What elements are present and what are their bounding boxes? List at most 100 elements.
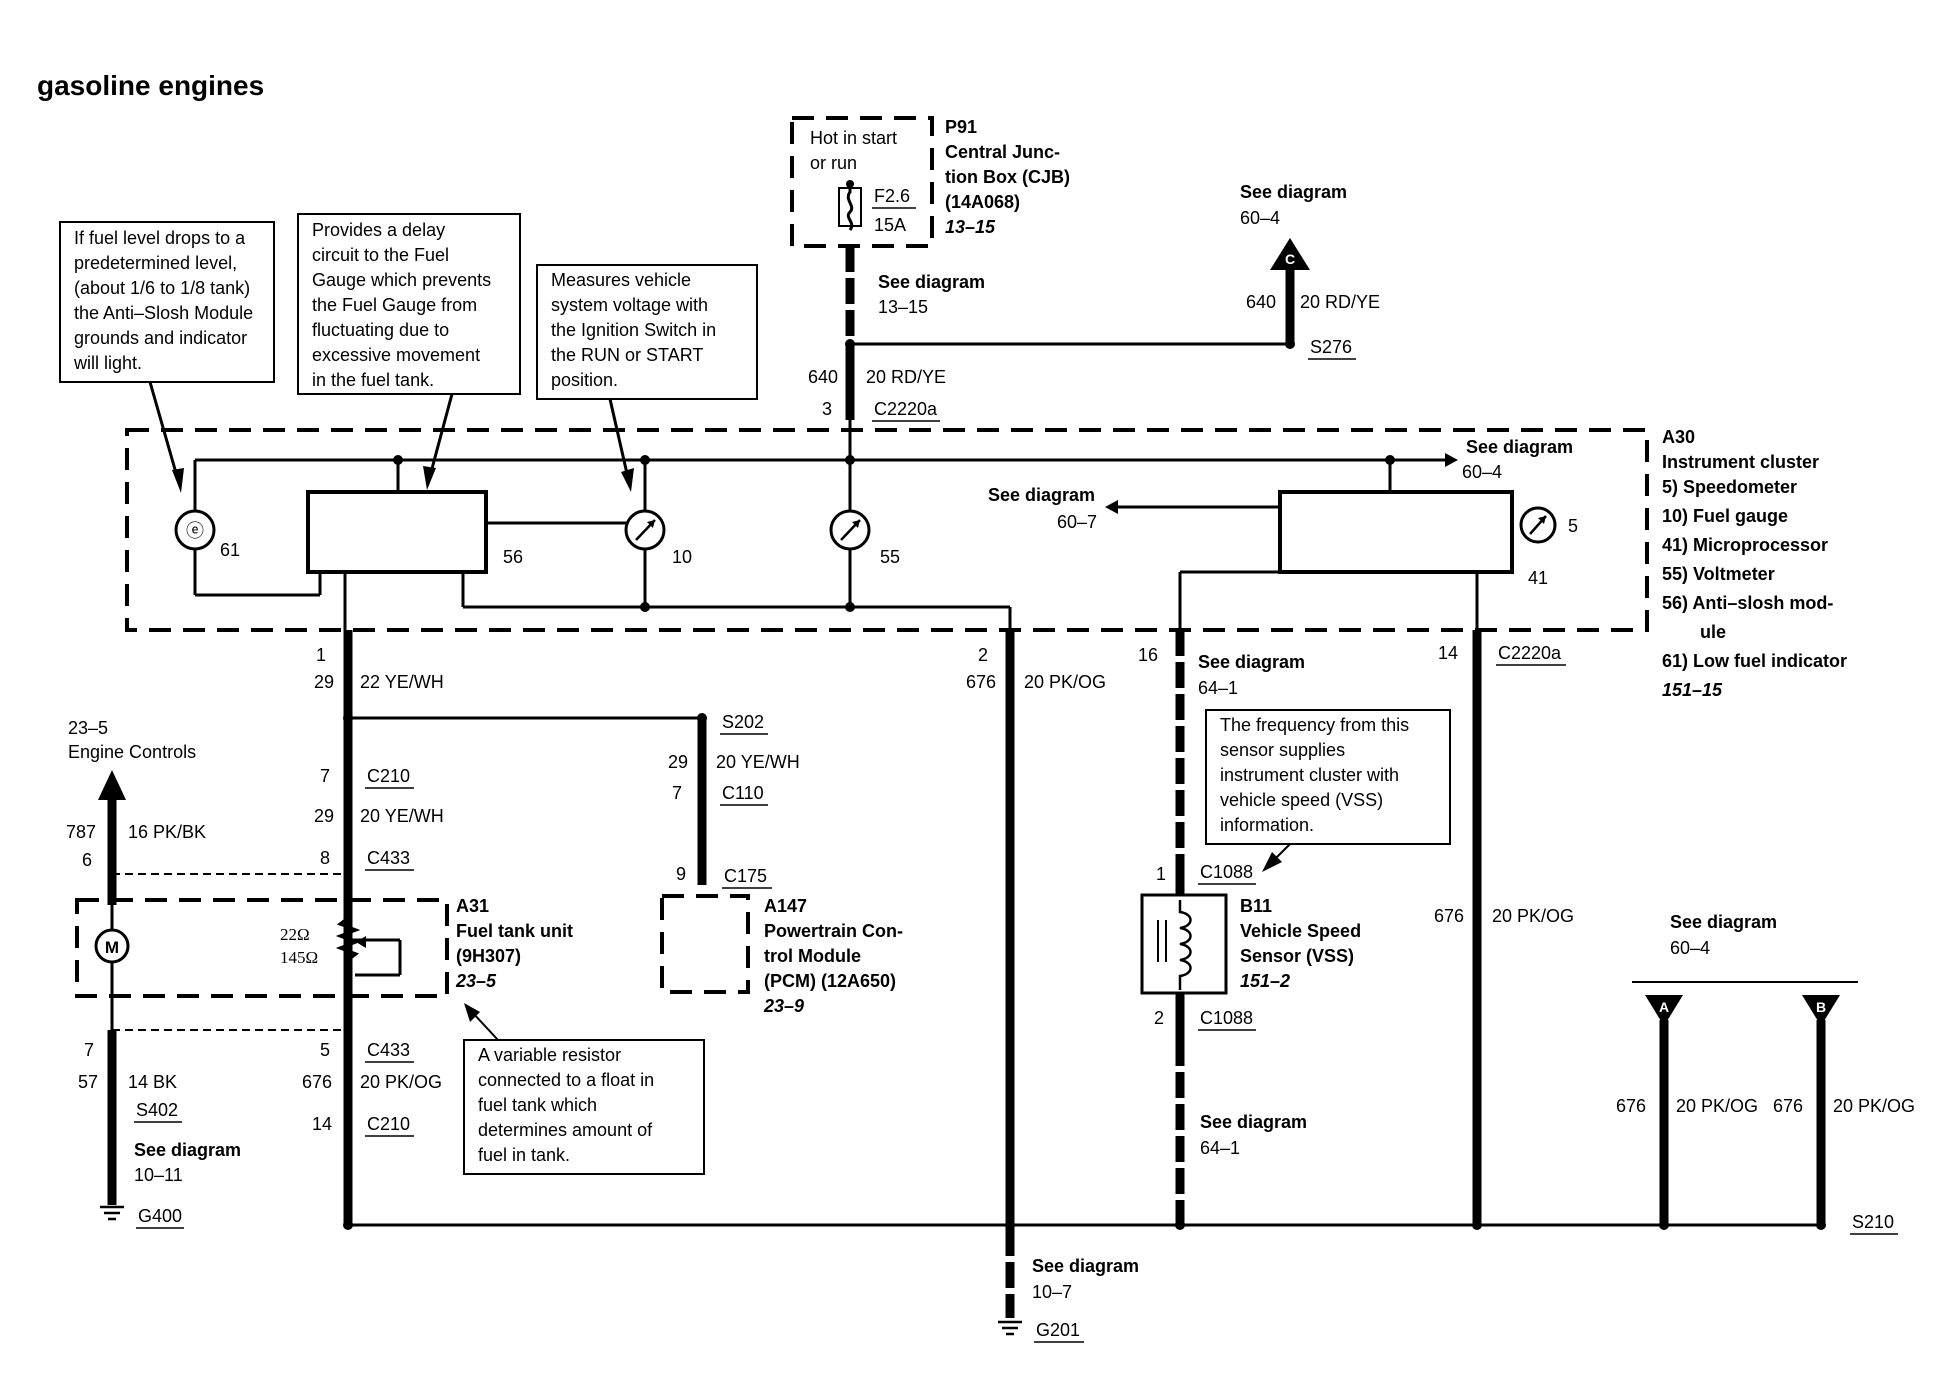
svg-text:C210: C210 <box>367 1114 410 1134</box>
svg-text:Powertrain Con-: Powertrain Con- <box>764 921 903 941</box>
svg-text:41) Microprocessor: 41) Microprocessor <box>1662 535 1828 555</box>
svg-text:676: 676 <box>966 672 996 692</box>
svg-text:(PCM) (12A650): (PCM) (12A650) <box>764 971 896 991</box>
note-vss <box>1205 709 1451 845</box>
cjb-title-3: tion Box (CJB) <box>945 167 1070 187</box>
svg-text:C: C <box>1285 251 1295 267</box>
svg-text:10) Fuel gauge: 10) Fuel gauge <box>1662 506 1788 526</box>
svg-text:sensor supplies: sensor supplies <box>1220 740 1345 760</box>
svg-text:Measures vehicle: Measures vehicle <box>551 270 691 290</box>
svg-text:2: 2 <box>978 645 988 665</box>
svg-text:61: 61 <box>220 540 240 560</box>
cjb-hot-2: or run <box>810 153 857 173</box>
svg-text:C433: C433 <box>367 1040 410 1060</box>
svg-text:60–4: 60–4 <box>1240 208 1280 228</box>
svg-text:trol Module: trol Module <box>764 946 861 966</box>
svg-text:A31: A31 <box>456 896 489 916</box>
svg-text:29: 29 <box>668 752 688 772</box>
svg-text:connected to a float in: connected to a float in <box>478 1070 654 1090</box>
svg-text:Fuel tank unit: Fuel tank unit <box>456 921 573 941</box>
cjb-hot-1: Hot in start <box>810 128 897 148</box>
svg-text:676: 676 <box>1434 906 1464 926</box>
cluster-title-1: A30 <box>1662 427 1695 447</box>
svg-text:64–1: 64–1 <box>1198 678 1238 698</box>
svg-text:10–11: 10–11 <box>134 1165 183 1185</box>
svg-text:20 PK/OG: 20 PK/OG <box>1833 1096 1915 1116</box>
anti-slosh-module <box>306 490 488 574</box>
svg-text:7: 7 <box>672 783 682 803</box>
svg-text:will light.: will light. <box>73 353 142 373</box>
pcm-box <box>660 894 750 994</box>
svg-text:Gauge which prevents: Gauge which prevents <box>312 270 491 290</box>
svg-text:information.: information. <box>1220 815 1314 835</box>
svg-text:60–7: 60–7 <box>1057 512 1097 532</box>
svg-text:See diagram: See diagram <box>1670 912 1777 932</box>
svg-text:20 PK/OG: 20 PK/OG <box>1024 672 1106 692</box>
fuse-amps: 15A <box>874 215 906 235</box>
svg-text:B11: B11 <box>1240 896 1272 916</box>
svg-text:60–4: 60–4 <box>1670 938 1710 958</box>
fuse-node <box>846 180 854 188</box>
svg-text:1: 1 <box>316 645 326 665</box>
microprocessor <box>1278 490 1514 574</box>
svg-text:vehicle speed (VSS): vehicle speed (VSS) <box>1220 790 1383 810</box>
note-low-fuel <box>59 221 275 383</box>
svg-text:See diagram: See diagram <box>988 485 1095 505</box>
svg-text:fluctuating due to: fluctuating due to <box>312 320 449 340</box>
svg-text:20 YE/WH: 20 YE/WH <box>360 806 444 826</box>
svg-text:Engine Controls: Engine Controls <box>68 742 196 762</box>
svg-text:grounds and indicator: grounds and indicator <box>74 328 247 348</box>
svg-text:C175: C175 <box>724 866 767 886</box>
note-delay <box>297 213 521 395</box>
svg-text:640: 640 <box>808 367 838 387</box>
svg-text:excessive movement: excessive movement <box>312 345 480 365</box>
svg-text:instrument cluster with: instrument cluster with <box>1220 765 1399 785</box>
svg-text:A: A <box>1659 999 1669 1015</box>
vss-ref: 151–2 <box>1240 971 1290 991</box>
svg-text:676: 676 <box>1773 1096 1803 1116</box>
svg-text:ⓔ: ⓔ <box>186 521 204 542</box>
svg-text:See diagram: See diagram <box>1200 1112 1307 1132</box>
svg-text:C433: C433 <box>367 848 410 868</box>
svg-text:20 PK/OG: 20 PK/OG <box>360 1072 442 1092</box>
svg-text:1: 1 <box>1156 864 1166 884</box>
svg-text:640: 640 <box>1246 292 1276 312</box>
svg-text:20 RD/YE: 20 RD/YE <box>1300 292 1380 312</box>
svg-text:16 PK/BK: 16 PK/BK <box>128 822 206 842</box>
svg-text:See diagram: See diagram <box>134 1140 241 1160</box>
svg-text:20 PK/OG: 20 PK/OG <box>1492 906 1574 926</box>
svg-text:20 YE/WH: 20 YE/WH <box>716 752 800 772</box>
svg-text:20 PK/OG: 20 PK/OG <box>1676 1096 1758 1116</box>
svg-text:predetermined level,: predetermined level, <box>74 253 237 273</box>
svg-text:(9H307): (9H307) <box>456 946 521 966</box>
instrument-cluster-box <box>125 428 1649 632</box>
cjb-box <box>790 116 934 248</box>
svg-text:fuel in tank.: fuel in tank. <box>478 1145 570 1165</box>
svg-text:10: 10 <box>672 547 692 567</box>
svg-text:23–5: 23–5 <box>68 718 108 738</box>
svg-text:fuel tank which: fuel tank which <box>478 1095 597 1115</box>
svg-text:system voltage with: system voltage with <box>551 295 708 315</box>
svg-text:See diagram: See diagram <box>1198 652 1305 672</box>
svg-text:7: 7 <box>84 1040 94 1060</box>
svg-text:29: 29 <box>314 806 334 826</box>
svg-text:64–1: 64–1 <box>1200 1138 1240 1158</box>
svg-text:41: 41 <box>1528 568 1548 588</box>
svg-text:A147: A147 <box>764 896 807 916</box>
svg-text:14: 14 <box>312 1114 332 1134</box>
svg-text:57: 57 <box>78 1072 98 1092</box>
svg-text:5: 5 <box>320 1040 330 1060</box>
svg-text:Provides a delay: Provides a delay <box>312 220 445 240</box>
svg-text:16: 16 <box>1138 645 1158 665</box>
connector-c <box>1270 238 1310 270</box>
svg-text:the Anti–Slosh Module: the Anti–Slosh Module <box>74 303 253 323</box>
svg-text:2: 2 <box>1154 1008 1164 1028</box>
svg-text:C2220a: C2220a <box>1498 643 1562 663</box>
connector-c2220a: C2220a <box>874 399 938 419</box>
connector-a <box>1645 995 1683 1026</box>
svg-text:55) Voltmeter: 55) Voltmeter <box>1662 564 1775 584</box>
cluster-title-2: Instrument cluster <box>1662 452 1819 472</box>
svg-text:8: 8 <box>320 848 330 868</box>
svg-text:C1088: C1088 <box>1200 862 1253 882</box>
